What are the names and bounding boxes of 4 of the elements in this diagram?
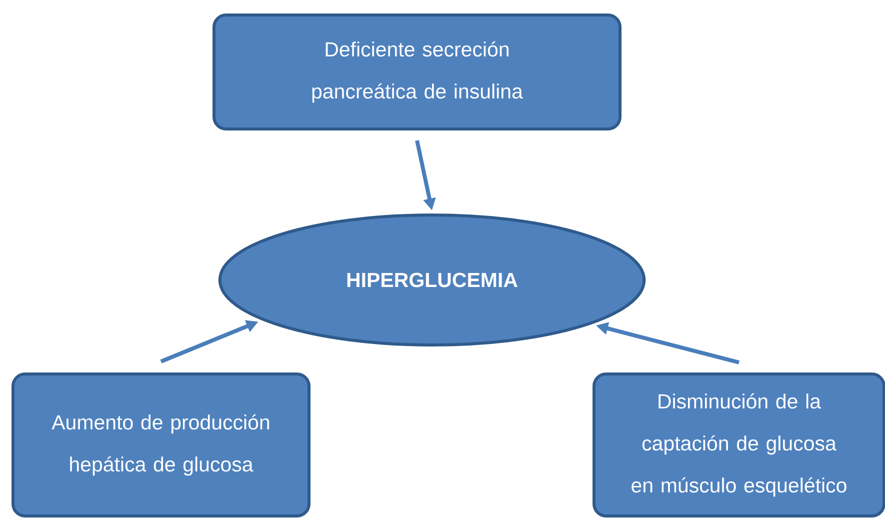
process-box: Aumento de producción hepática de glucosa xyxy=(12,372,310,518)
process-box: Deficiente secreción pancreática de insulina xyxy=(212,14,622,130)
process-box: Disminución de la captación de glucosa en músculo esquelético xyxy=(592,372,885,518)
ellipse-node: HIPERGLUCEMIA xyxy=(218,214,646,346)
